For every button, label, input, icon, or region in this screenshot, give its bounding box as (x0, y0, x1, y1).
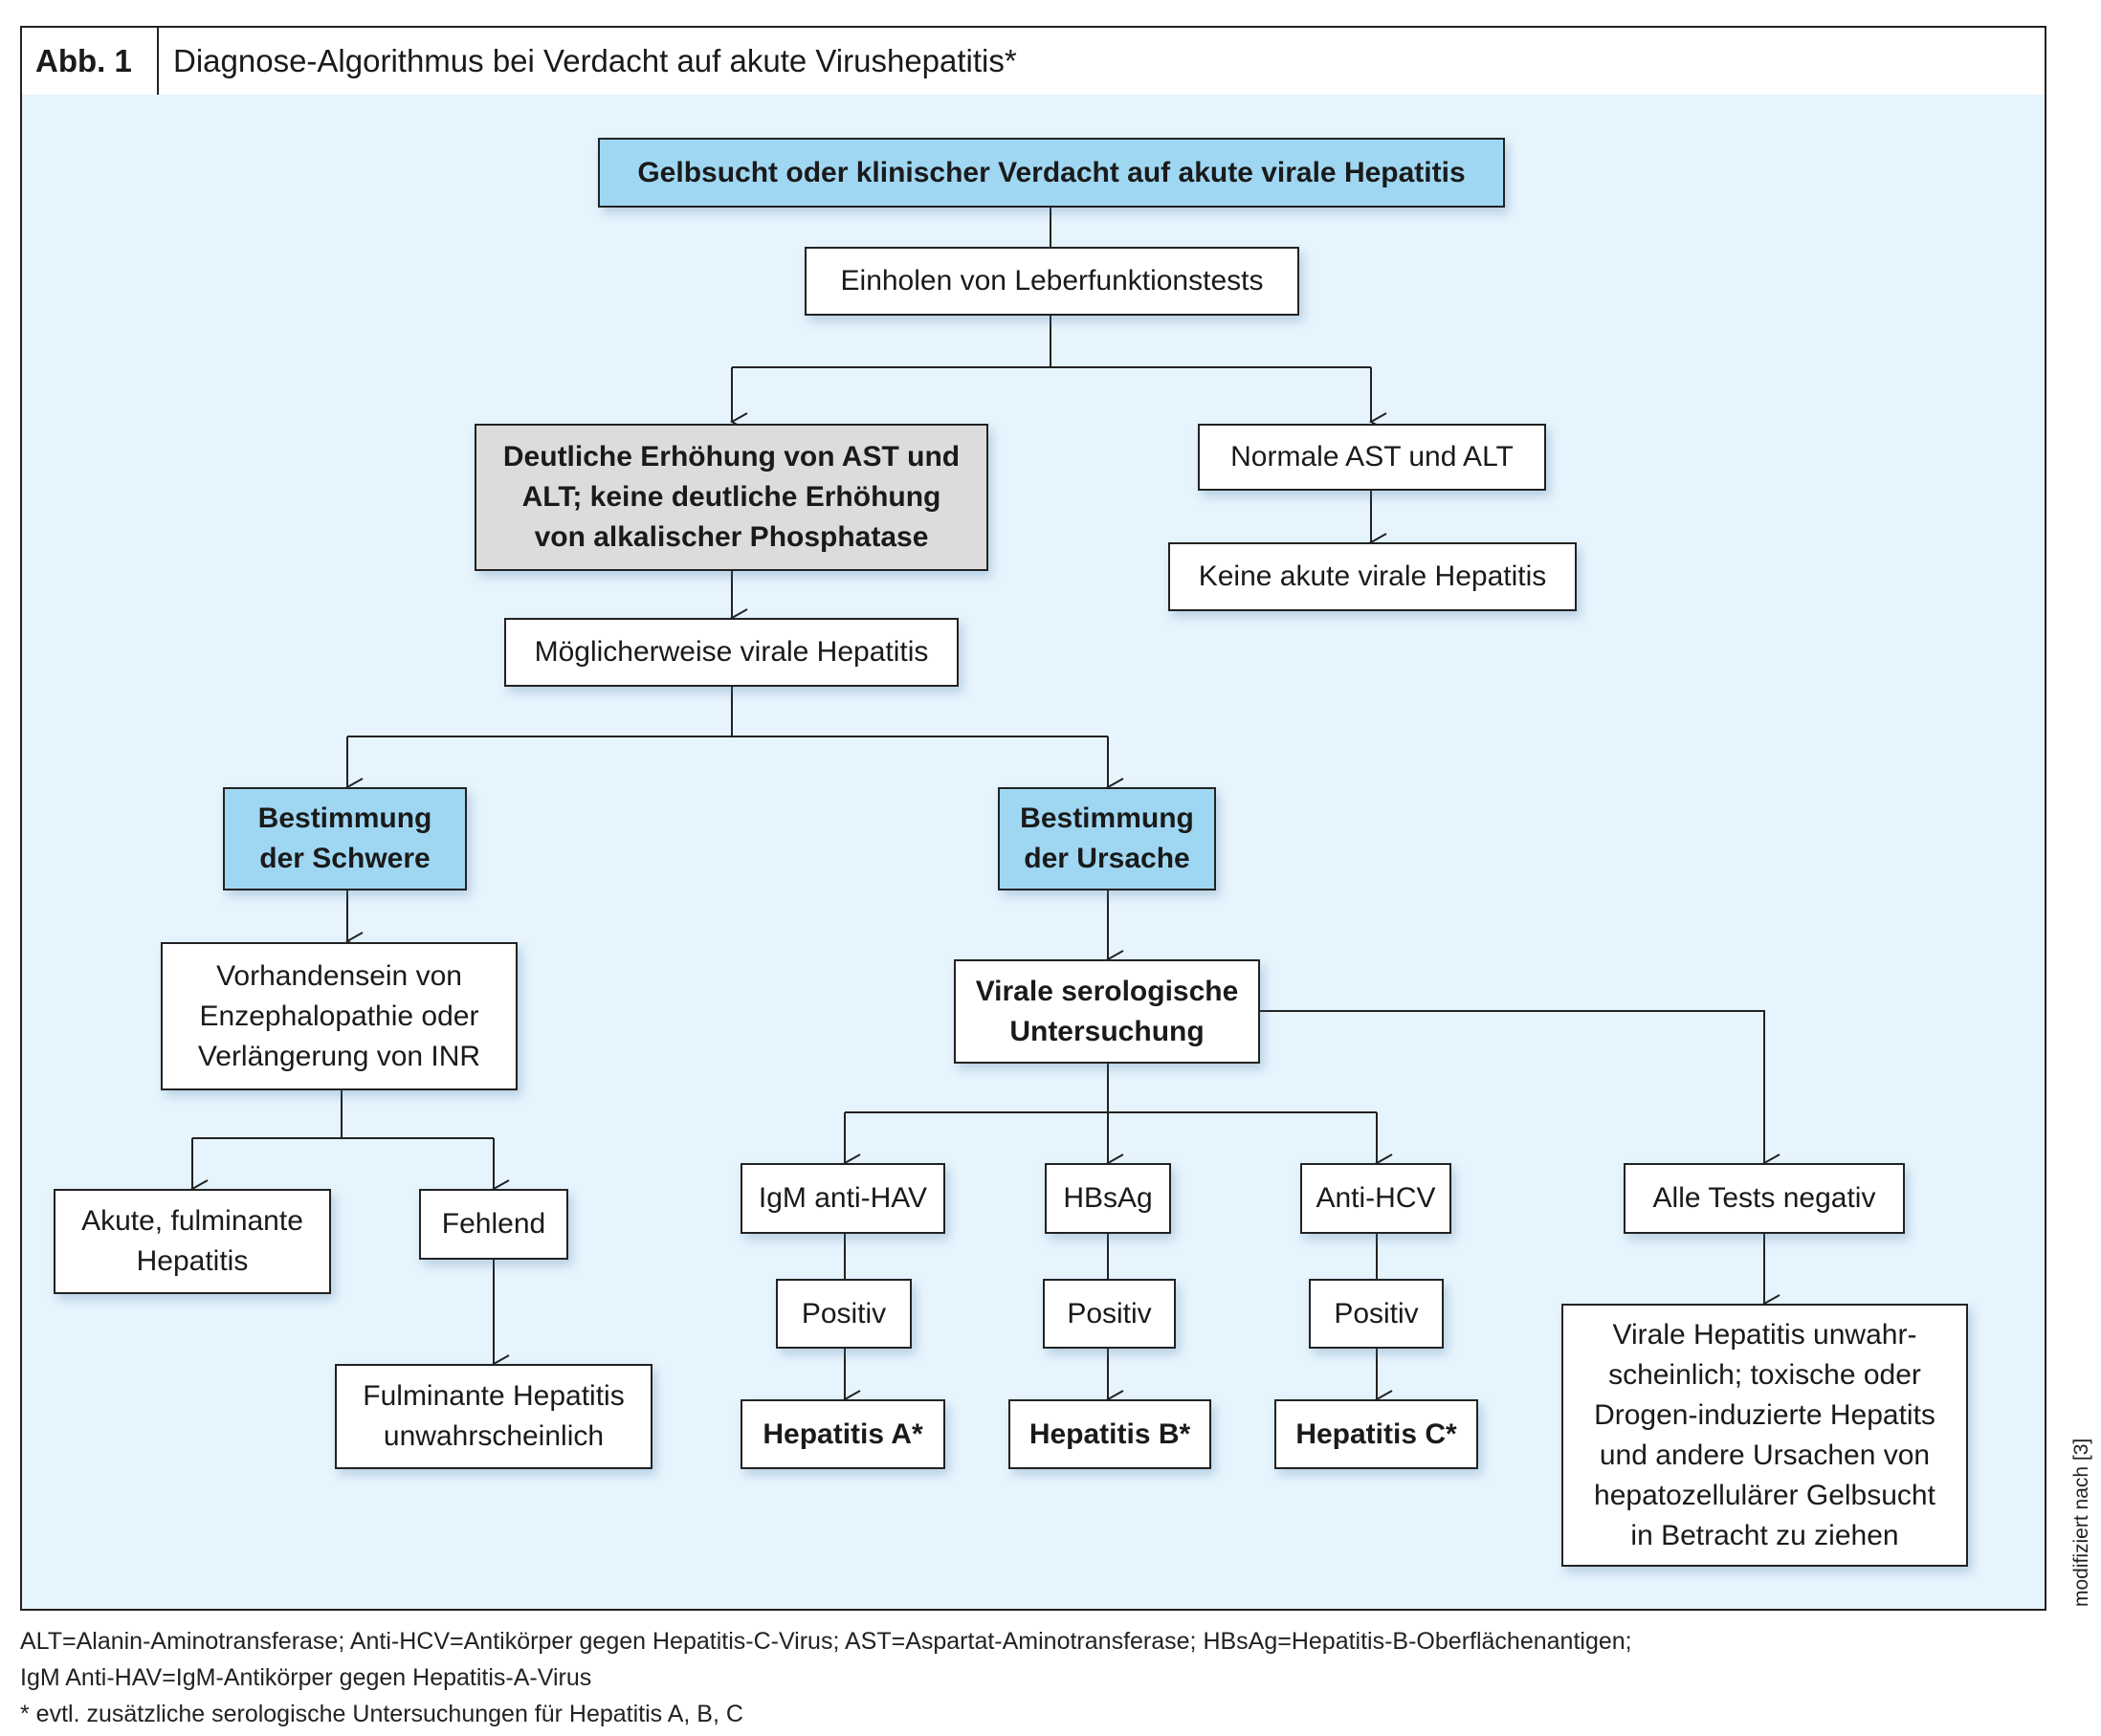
node-acute-fulminant: Akute, fulminante Hepatitis (54, 1189, 331, 1294)
node-normal-ast-alt: Normale AST und ALT (1198, 424, 1546, 491)
node-cause: Bestimmung der Ursache (998, 787, 1216, 890)
node-igm-anti-hav: IgM anti-HAV (741, 1163, 945, 1234)
footnote-abbreviations: ALT=Alanin-Aminotransferase; Anti-HCV=An… (20, 1628, 1632, 1691)
node-serology: Virale serologische Untersuchung (954, 959, 1260, 1064)
node-anti-hcv: Anti-HCV (1300, 1163, 1451, 1234)
connector-tests-split (732, 316, 1371, 368)
node-all-negative: Alle Tests negativ (1624, 1163, 1905, 1234)
figure-title: Diagnose-Algorithmus bei Verdacht auf ak… (173, 43, 1017, 78)
node-positive-b: Positiv (1043, 1279, 1176, 1349)
connector-encephalopathy-split (192, 1090, 494, 1139)
node-absent: Fehlend (419, 1189, 568, 1260)
node-liver-tests: Einholen von Leberfunktionstests (805, 247, 1299, 316)
connector-serology-to-negative (1260, 1010, 1764, 1163)
node-viral-unlikely: Virale Hepatitis unwahr- scheinlich; tox… (1561, 1304, 1968, 1567)
node-positive-c: Positiv (1309, 1279, 1444, 1349)
node-hepatitis-b: Hepatitis B* (1008, 1399, 1211, 1469)
figure-label: Abb. 1 (22, 28, 159, 95)
node-no-acute-hepatitis: Keine akute virale Hepatitis (1168, 542, 1577, 611)
node-start: Gelbsucht oder klinischer Verdacht auf a… (598, 138, 1505, 208)
node-positive-a: Positiv (776, 1279, 912, 1349)
connector-possible-split (347, 687, 1108, 737)
node-hepatitis-c: Hepatitis C* (1274, 1399, 1478, 1469)
node-possible-viral: Möglicherweise virale Hepatitis (504, 618, 959, 687)
node-fulminant-unlikely: Fulminante Hepatitis unwahrscheinlich (335, 1364, 652, 1469)
node-encephalopathy: Vorhandensein von Enzephalopathie oder V… (161, 942, 518, 1090)
source-note: modifiziert nach [3] (2070, 1438, 2092, 1607)
figure-header: Abb. 1 Diagnose-Algorithmus bei Verdacht… (20, 26, 2046, 97)
footnote-asterisk: * evtl. zusätzliche serologische Untersu… (20, 1701, 743, 1727)
connector-serology-split (845, 1064, 1377, 1113)
node-hbsag: HBsAg (1045, 1163, 1171, 1234)
node-hepatitis-a: Hepatitis A* (741, 1399, 945, 1469)
node-elevated-ast-alt: Deutliche Erhöhung von AST und ALT; kein… (475, 424, 988, 571)
node-severity: Bestimmung der Schwere (223, 787, 467, 890)
